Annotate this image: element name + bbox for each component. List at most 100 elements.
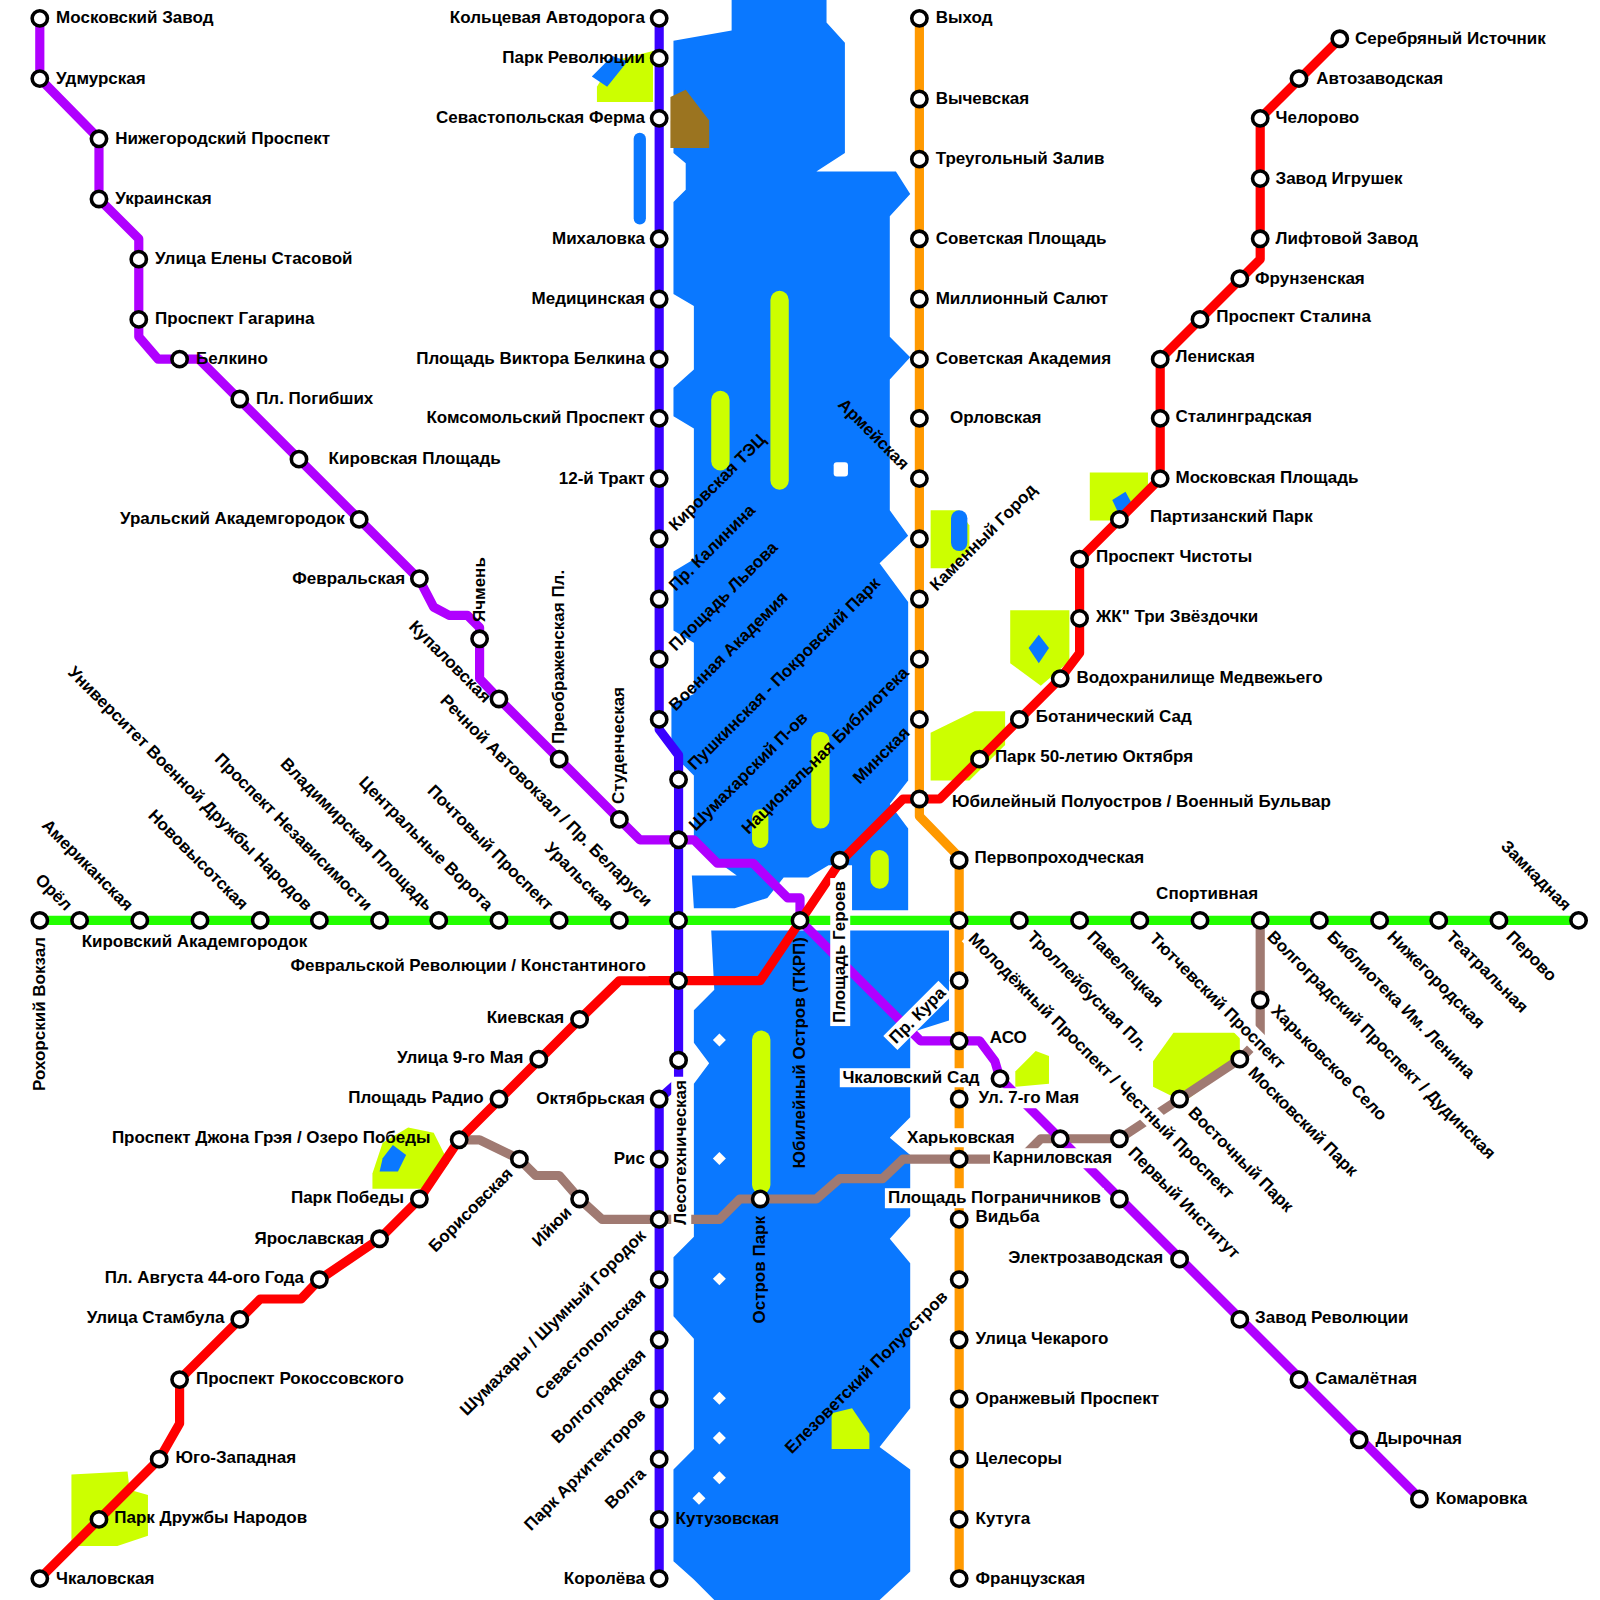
station-dot xyxy=(1352,1432,1367,1447)
station-label: Видьба xyxy=(976,1208,1040,1228)
station-dot xyxy=(652,1571,667,1586)
islet xyxy=(692,1492,705,1505)
red-line xyxy=(40,39,1340,1579)
station-label: Площадь Пограничников xyxy=(885,1188,1104,1208)
station-label: Севастопольская Ферма xyxy=(436,109,645,129)
station-dot xyxy=(1112,1191,1127,1206)
farm xyxy=(670,90,709,148)
station-dot xyxy=(1431,913,1446,928)
station-dot xyxy=(312,1272,327,1287)
station-dot xyxy=(652,531,667,546)
station-label: Площадь Радио xyxy=(348,1088,483,1108)
station-dot xyxy=(912,411,927,426)
station-dot xyxy=(912,152,927,167)
stations xyxy=(32,11,1586,1587)
station-label: Парк Революции xyxy=(502,48,645,68)
station-dot xyxy=(1312,913,1327,928)
station-label: Удмурская xyxy=(56,69,146,89)
station-dot xyxy=(952,1212,967,1227)
station-dot xyxy=(1571,913,1586,928)
islet xyxy=(713,1471,726,1484)
station-dot xyxy=(1072,611,1087,626)
station-dot xyxy=(912,531,927,546)
station-dot xyxy=(1291,71,1306,86)
station-label: Фрунзенская xyxy=(1255,269,1365,289)
station-dot xyxy=(1112,1131,1127,1146)
station-dot xyxy=(291,452,306,467)
station-label: Улица Чекарого xyxy=(976,1329,1109,1349)
station-dot xyxy=(232,391,247,406)
station-label: Орёл xyxy=(31,870,76,915)
station-dot xyxy=(531,1052,546,1067)
station-dot xyxy=(552,752,567,767)
station-dot xyxy=(912,352,927,367)
station-dot xyxy=(491,1091,506,1106)
station-dot xyxy=(652,1152,667,1167)
station-dot xyxy=(131,252,146,267)
station-dot xyxy=(253,913,268,928)
station-dot xyxy=(612,913,627,928)
station-dot xyxy=(952,1512,967,1527)
station-label: Ийюи xyxy=(529,1203,577,1251)
islet xyxy=(713,1432,726,1445)
station-dot xyxy=(192,913,207,928)
station-dot xyxy=(352,512,367,527)
station-label: Проспект Сталина xyxy=(1216,308,1371,328)
station-label: Парк 50-летию Октября xyxy=(995,747,1193,767)
station-dot xyxy=(472,631,487,646)
station-dot xyxy=(952,1391,967,1406)
station-dot xyxy=(412,1191,427,1206)
station-label: Февральской Революции / Константиного xyxy=(288,957,649,977)
station-dot xyxy=(1153,352,1168,367)
islet xyxy=(713,1392,726,1405)
station-dot xyxy=(671,772,686,787)
station-label: Михаловка xyxy=(552,229,645,249)
station-label: Завод Революции xyxy=(1255,1309,1408,1329)
station-dot xyxy=(91,191,106,206)
station-dot xyxy=(491,913,506,928)
station-label: Проспект Рокоссовского xyxy=(196,1369,404,1389)
station-label: Автозаводская xyxy=(1316,69,1443,89)
station-label: Нижегородский Проспект xyxy=(115,129,330,149)
station-label: Харьковская xyxy=(904,1128,1018,1148)
station-dot xyxy=(652,411,667,426)
station-label: Серебряный Источник xyxy=(1355,29,1546,49)
station-label: Целесоры xyxy=(976,1449,1063,1469)
station-label: Елезоветский Полуостров xyxy=(781,1287,952,1458)
station-dot xyxy=(912,471,927,486)
station-dot xyxy=(652,591,667,606)
station-label: Советская Академия xyxy=(936,349,1112,369)
station-label: Остров Парк xyxy=(750,1216,770,1324)
station-dot xyxy=(1192,913,1207,928)
station-label: Армейская xyxy=(834,395,913,474)
station-dot xyxy=(552,913,567,928)
station-dot xyxy=(1072,913,1087,928)
station-label: Комсомольский Проспект xyxy=(426,409,644,429)
station-label: Парк Дружбы Народов xyxy=(114,1509,307,1529)
station-dot xyxy=(652,352,667,367)
station-dot xyxy=(1253,171,1268,186)
station-dot xyxy=(1053,1131,1068,1146)
station-label: Советская Площадь xyxy=(936,229,1107,249)
station-dot xyxy=(652,291,667,306)
station-dot xyxy=(652,1332,667,1347)
station-label: Лениская xyxy=(1176,347,1255,367)
station-label: Кутуга xyxy=(976,1510,1031,1530)
station-dot xyxy=(652,712,667,727)
station-dot xyxy=(512,1152,527,1167)
station-label: Московский Завод xyxy=(56,9,213,29)
station-label: Преображенская Пл. xyxy=(549,570,569,744)
station-dot xyxy=(952,1033,967,1048)
station-label: Минская xyxy=(849,723,914,788)
station-dot xyxy=(652,1272,667,1287)
station-dot xyxy=(652,1452,667,1467)
station-label: Карниловская xyxy=(990,1148,1115,1168)
station-dot xyxy=(652,1512,667,1527)
station-label: Ботанический Сад xyxy=(1036,708,1192,728)
station-dot xyxy=(372,1231,387,1246)
park xyxy=(870,850,888,889)
station-label: Уральский Академгородок xyxy=(120,510,345,530)
station-dot xyxy=(912,91,927,106)
station-dot xyxy=(652,471,667,486)
